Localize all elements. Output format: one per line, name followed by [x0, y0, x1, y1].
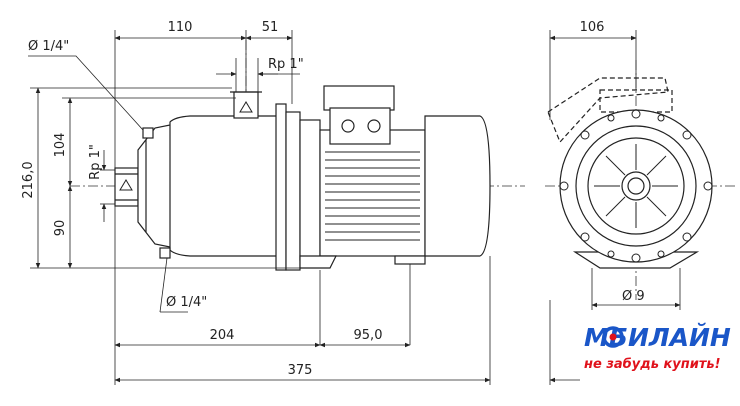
dim-bottom-port: Ø 1/4" [166, 295, 207, 310]
dim-pump-length: 204 [210, 328, 235, 343]
dim-side-width: 106 [580, 20, 605, 35]
dim-lower-height: 90 [53, 220, 68, 237]
dim-inlet-thread: Rp 1" [88, 144, 103, 180]
logo-o-core-icon [609, 333, 617, 341]
dim-top-offset: 51 [262, 20, 279, 35]
dim-hole-diameter: Ø 9 [622, 289, 645, 304]
dim-top-port: Ø 1/4" [28, 39, 69, 54]
logo-slogan: не забудь купить! [584, 357, 721, 372]
dim-top-width: 110 [168, 20, 193, 35]
dim-outlet-thread: Rp 1" [268, 57, 304, 72]
logo-o-ring-icon [602, 326, 624, 348]
flow-arrow-icons [119, 101, 253, 191]
logo-brand-rest: БИЛАЙН [609, 323, 731, 352]
mobilain-logo: МБИЛАЙН не забудь купить! [584, 323, 731, 372]
dim-inlet-height: 104 [53, 133, 68, 158]
svg-text:МБИЛАЙН: МБИЛАЙН [584, 323, 731, 352]
dim-total-length: 375 [288, 363, 313, 378]
dimension-lines [28, 30, 681, 385]
dim-total-height: 216,0 [21, 161, 36, 198]
pump-side-view [114, 85, 491, 271]
dimension-labels: 110 51 Rp 1" Ø 1/4" Rp 1" 104 216,0 90 Ø… [21, 20, 645, 378]
pump-end-view [547, 77, 713, 269]
dim-motor-length: 95,0 [354, 328, 383, 343]
